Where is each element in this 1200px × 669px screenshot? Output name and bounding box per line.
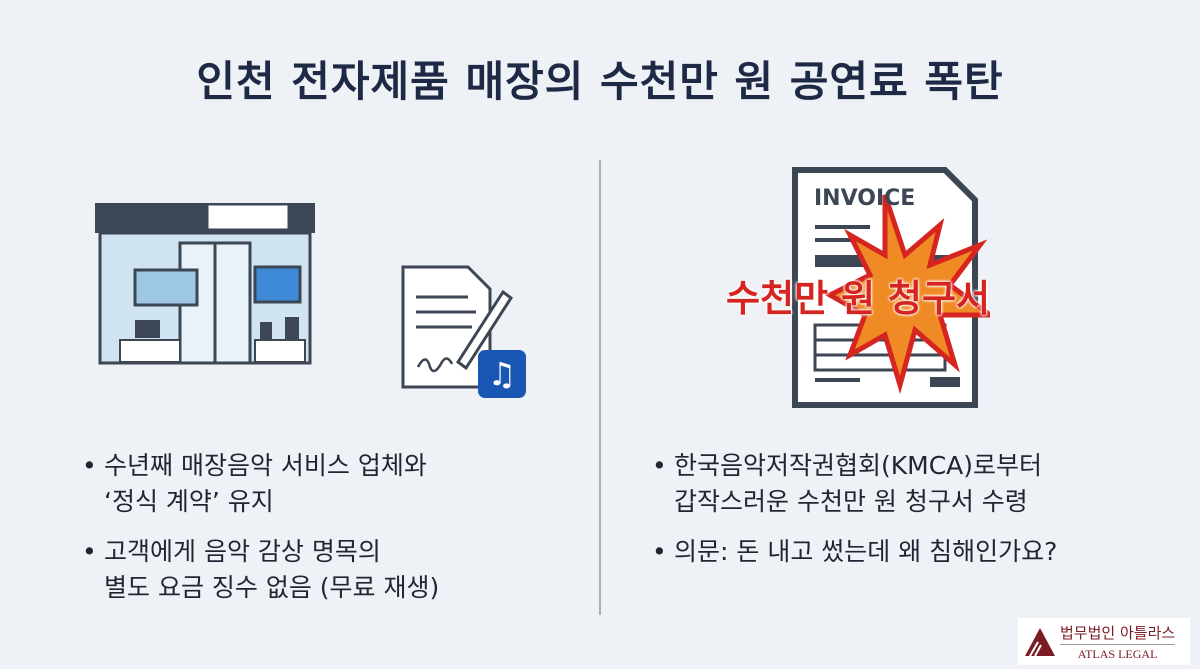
music-note-icon: [478, 350, 526, 398]
invoice-label: INVOICE: [814, 186, 916, 211]
page-title: 인천 전자제품 매장의 수천만 원 공연료 폭탄: [196, 57, 1004, 106]
atlas-logo-icon: [1025, 627, 1055, 656]
store-illustration: [95, 203, 315, 365]
explosion-burst-icon: [824, 194, 990, 395]
invoice-stamp-text: 수천만 원 청구서: [726, 277, 991, 320]
list-item: 의문: 돈 내고 썼는데 왜 침해인가요?: [652, 534, 1057, 570]
contract-document-icon: ♫: [401, 265, 526, 398]
left-bullet-list: 수년째 매장음악 서비스 업체와‘정식 계약’ 유지 고객에게 음악 감상 명목…: [82, 448, 439, 620]
column-divider: [599, 160, 601, 615]
invoice-icon: [792, 167, 990, 408]
list-item: 수년째 매장음악 서비스 업체와‘정식 계약’ 유지: [82, 448, 439, 520]
svg-text:♫: ♫: [488, 355, 517, 393]
logo-korean-text: 법무법인 아틀라스: [1060, 622, 1176, 645]
logo-english-text: ATLAS LEGAL: [1077, 646, 1158, 661]
atlas-legal-logo: 법무법인 아틀라스 ATLAS LEGAL: [1018, 618, 1190, 665]
